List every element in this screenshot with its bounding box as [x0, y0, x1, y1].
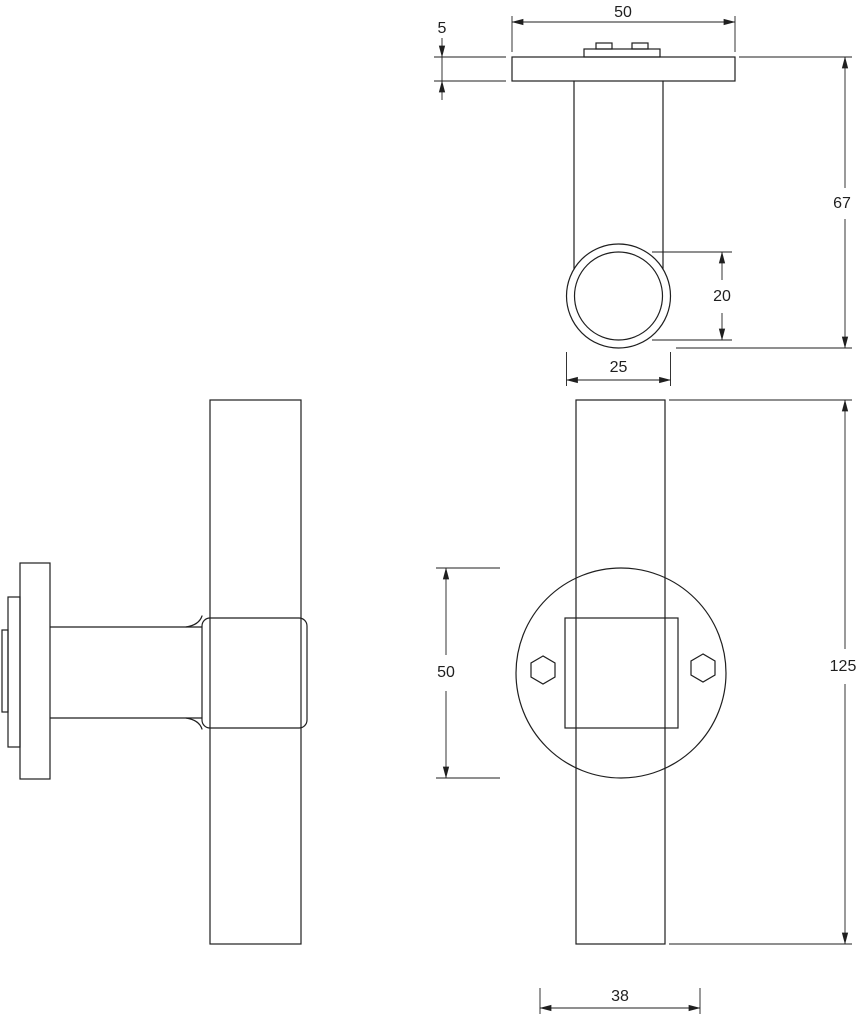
stem-fillet-bottom: [185, 717, 203, 730]
label-tube-outer: 25: [610, 359, 628, 376]
tube-outer-circle: [565, 243, 672, 349]
side-view: [1, 399, 308, 945]
top-view: [511, 42, 736, 349]
tube-inner-circle: [573, 251, 664, 341]
rose-front-circle: [515, 567, 727, 779]
front-view: [515, 399, 727, 945]
grip-bar-front: [575, 399, 666, 945]
dim-rose-diameter: [436, 567, 500, 779]
dim-projection-height: [676, 56, 852, 349]
collar-side: [201, 617, 308, 729]
label-plate-width: 50: [614, 4, 632, 21]
label-overall-length: 125: [830, 658, 857, 675]
dimension-labels: 50 5 67 20 25 50 125 38: [437, 4, 856, 1005]
dim-tube-inner: [652, 251, 732, 341]
collar-front: [564, 617, 679, 729]
label-projection-height: 67: [833, 195, 851, 212]
label-plate-thickness: 5: [438, 20, 447, 37]
dim-plate-width: [511, 16, 736, 52]
dimension-lines: [434, 16, 852, 1014]
label-base-width: 38: [611, 988, 629, 1005]
hex-screw-right: [690, 653, 716, 683]
dim-overall-length: [669, 399, 852, 945]
dim-tube-outer: [565, 352, 672, 386]
label-rose-diameter: 50: [437, 664, 455, 681]
rose-flange: [1, 629, 9, 713]
screw-head-right: [631, 42, 649, 50]
rose-plate-top: [511, 56, 736, 82]
hex-screw-left: [530, 655, 556, 685]
grip-bar-side: [209, 399, 302, 945]
label-tube-inner: 20: [713, 288, 731, 305]
dim-base-width: [539, 988, 701, 1014]
dim-plate-thickness: [434, 38, 506, 100]
stem-fillet-top: [185, 615, 203, 628]
object-lines: [1, 42, 736, 945]
screw-head-left: [595, 42, 613, 50]
